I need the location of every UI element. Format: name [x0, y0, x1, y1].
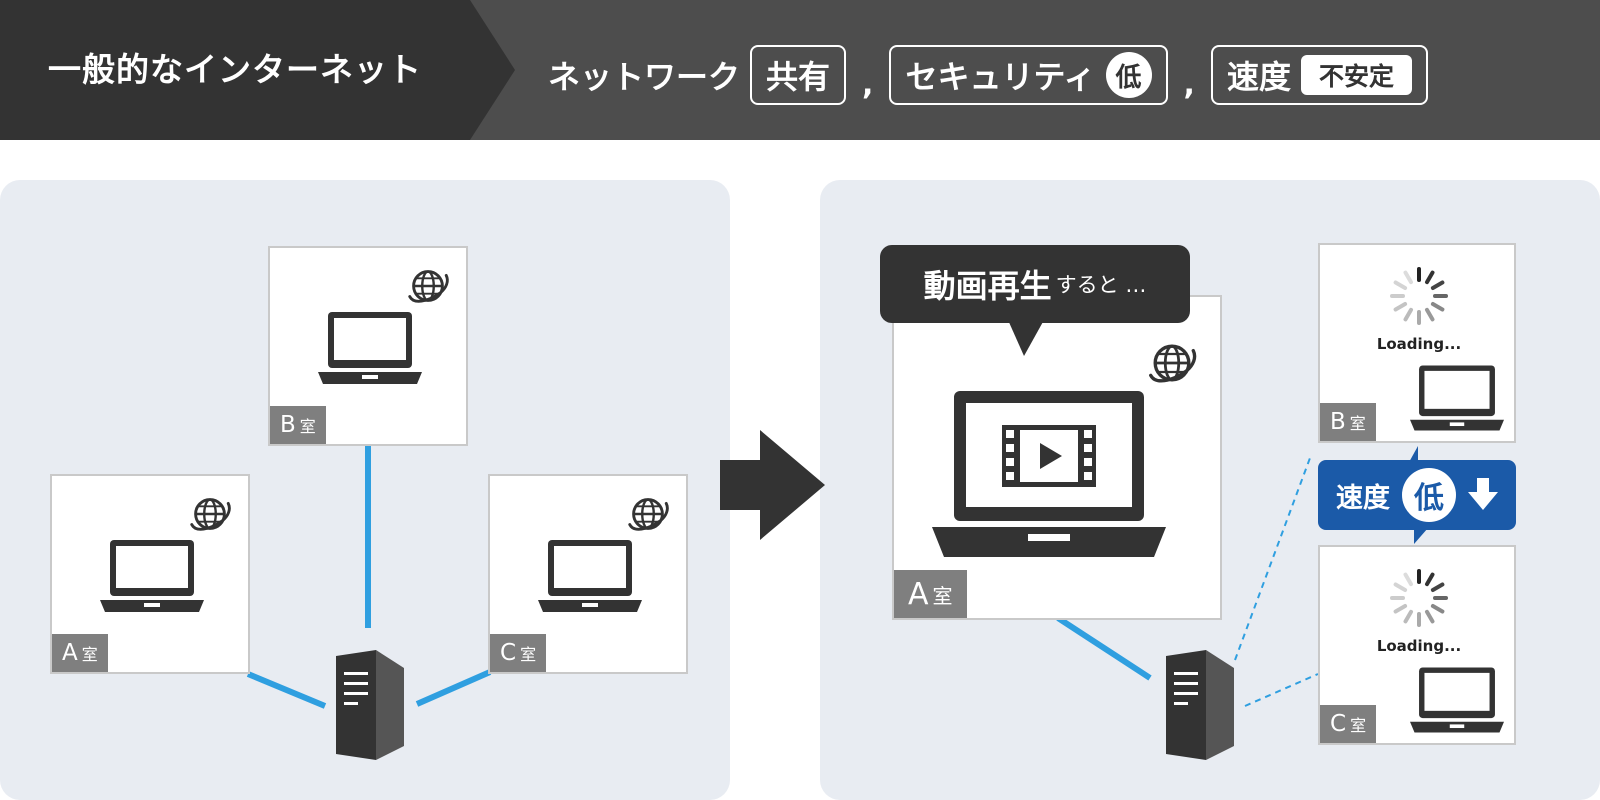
speed-value: 不安定: [1300, 55, 1412, 95]
room-tag-a-main: A 室: [894, 570, 967, 618]
globe-icon: [408, 270, 449, 303]
link-line-a-main: [1056, 615, 1152, 681]
server-tower-icon: [336, 650, 404, 760]
link-line-c: [415, 669, 492, 707]
speech-bubble: 動画再生 すると …: [880, 245, 1190, 323]
network-value: 共有: [766, 58, 831, 96]
room-suffix: 室: [299, 417, 316, 436]
globe-icon: [628, 498, 669, 531]
bubble-main-text: 動画再生: [923, 267, 1052, 305]
separator-2: ,: [1183, 67, 1195, 102]
room-suffix: 室: [1350, 716, 1367, 735]
bubble-sub-text: すると …: [1055, 273, 1147, 297]
laptop-icon: [100, 540, 204, 612]
speed-badge-value: 低: [1402, 468, 1456, 522]
room-letter: B: [1330, 409, 1346, 435]
bubble-tail: [1008, 320, 1044, 356]
loading-spinner-icon: [1390, 569, 1448, 627]
title-band: [0, 0, 515, 140]
laptop-icon: [538, 540, 642, 612]
laptop-icon: [1410, 667, 1504, 733]
header-bar: 一般的なインターネット ネットワーク 共有 , セキュリティ 低 , 速度 不安…: [0, 0, 1600, 140]
room-suffix: 室: [81, 645, 98, 664]
room-tag-c: C 室: [490, 634, 547, 672]
left-connection-lines: [246, 444, 492, 709]
room-tag-c-right: C 室: [1320, 705, 1377, 743]
laptop-icon: [1410, 365, 1504, 431]
speed-box: 速度 不安定: [1210, 45, 1428, 105]
room-tag-b: B 室: [270, 406, 326, 444]
room-tag-b-right: B 室: [1320, 403, 1376, 441]
security-box: セキュリティ 低: [889, 45, 1168, 105]
security-label: セキュリティ: [905, 58, 1096, 96]
badge-notch-top: [1408, 446, 1418, 464]
room-letter: A: [62, 640, 78, 666]
link-line-c-dashed: [1244, 673, 1319, 707]
room-letter: C: [500, 640, 517, 666]
link-line-a: [246, 671, 327, 709]
laptop-icon: [318, 312, 422, 384]
feature-row: ネットワーク 共有 , セキュリティ 低 , 速度 不安定: [548, 42, 1428, 108]
room-letter: C: [1330, 711, 1347, 737]
room-card-a-main: A 室: [892, 295, 1222, 620]
room-card-c: C 室: [488, 474, 688, 674]
room-card-b-right: Loading... B 室: [1318, 243, 1516, 443]
separator-1: ,: [862, 67, 874, 102]
room-card-b: B 室: [268, 246, 468, 446]
globe-icon: [1149, 344, 1197, 383]
room-suffix: 室: [520, 645, 537, 664]
video-play-icon: [1002, 425, 1096, 487]
speed-badge: 速度 低: [1318, 460, 1516, 530]
room-suffix: 室: [1349, 414, 1366, 433]
room-card-c-right: Loading... C 室: [1318, 545, 1516, 745]
network-value-box: 共有: [750, 45, 847, 105]
room-tag-a: A 室: [52, 634, 108, 672]
security-value: 低: [1105, 52, 1152, 98]
room-letter: B: [280, 412, 296, 438]
arrow-right-icon: [720, 430, 825, 540]
loading-text: Loading...: [1376, 637, 1462, 655]
loading-spinner-icon: [1390, 267, 1448, 325]
server-tower-icon: [1166, 650, 1234, 760]
speed-badge-label: 速度: [1336, 482, 1390, 514]
loading-text: Loading...: [1376, 335, 1462, 353]
header-title: 一般的なインターネット: [48, 50, 422, 89]
network-label: ネットワーク: [548, 58, 741, 96]
speed-label: 速度: [1226, 58, 1291, 96]
link-line-b-dashed: [1234, 457, 1311, 661]
room-card-a: A 室: [50, 474, 250, 674]
arrow-down-icon: [1468, 478, 1498, 510]
room-letter: A: [908, 576, 929, 612]
globe-icon: [190, 498, 231, 531]
room-suffix: 室: [932, 583, 953, 608]
badge-notch-bottom: [1414, 528, 1428, 544]
